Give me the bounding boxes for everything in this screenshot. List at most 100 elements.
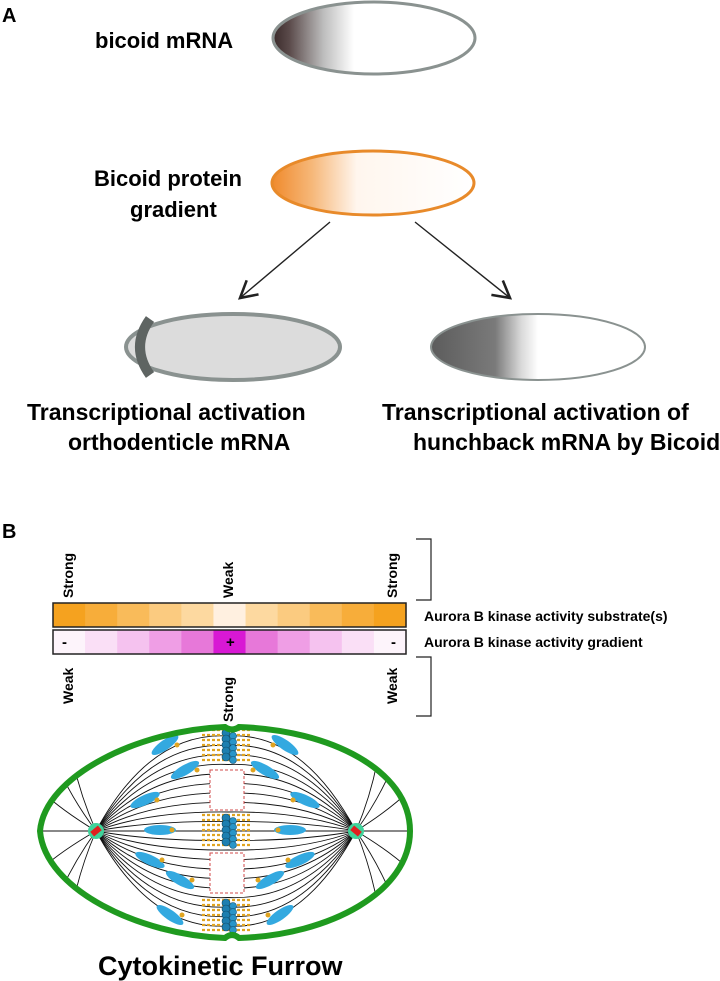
gradient-minus-left: - — [62, 634, 67, 651]
bottom-mid-strong: Strong — [220, 677, 236, 722]
left-centrosome — [88, 823, 104, 839]
orthodenticle-caption-line1: Transcriptional activation — [27, 399, 306, 425]
gradient-label: Aurora B kinase activity gradient — [424, 634, 643, 650]
chromosome — [170, 760, 200, 780]
spindle-fiber — [227, 744, 357, 832]
substrate-segment — [181, 603, 215, 627]
spindle-fiber — [227, 773, 357, 832]
spindle-fiber — [227, 830, 357, 918]
spindle-fiber — [95, 763, 229, 832]
chromosomes — [130, 734, 320, 926]
gradient-plus-mid: + — [226, 634, 235, 651]
kinetochore — [179, 912, 185, 918]
substrate-segment — [277, 603, 311, 627]
spindle-fiber — [227, 735, 357, 832]
top-right-strong: Strong — [384, 553, 400, 598]
chromosome — [135, 851, 165, 869]
spindle-fiber — [227, 830, 357, 908]
cell-membrane — [36, 723, 414, 942]
spindle-fiber — [227, 811, 357, 832]
midzone-box-upper — [209, 769, 245, 811]
right-centrosome — [348, 823, 364, 839]
midbody-sphere — [229, 756, 237, 764]
kinetochore — [290, 797, 296, 803]
chromosome — [285, 851, 315, 869]
gradient-bar — [53, 630, 407, 654]
midzone-box-lower — [209, 852, 245, 894]
panel-b-label: B — [2, 521, 16, 543]
substrate-segment — [117, 603, 150, 627]
protein-label-line2: gradient — [130, 197, 217, 222]
dividing-cell — [36, 723, 414, 942]
gradient-segment — [181, 630, 215, 654]
substrate-segment — [373, 603, 407, 627]
gradient-segment — [373, 630, 407, 654]
hunchback-caption-line1: Transcriptional activation of — [382, 399, 689, 425]
substrate-segment — [341, 603, 375, 627]
upper-bracket — [416, 538, 432, 601]
bottom-right-weak: Weak — [384, 667, 400, 704]
kinetochore — [275, 827, 281, 833]
substrate-segment — [53, 603, 86, 627]
bicoid-mrna-embryo — [271, 0, 477, 76]
spindle-fiber — [95, 830, 229, 899]
substrate-segment — [149, 603, 182, 627]
protein-label-line1: Bicoid protein — [94, 166, 242, 191]
substrate-segment — [309, 603, 343, 627]
kinetochore — [255, 877, 261, 883]
kinetochore — [174, 742, 180, 748]
gradient-segment — [117, 630, 150, 654]
gradient-segment — [309, 630, 343, 654]
spindle-fiber — [227, 830, 357, 851]
midbody-sphere — [221, 752, 231, 762]
kinetochore — [159, 857, 165, 863]
kinetochore — [154, 797, 160, 803]
midbody-sphere — [229, 841, 237, 849]
spindle-fiber — [227, 830, 357, 899]
arrow-to-orthodenticle — [237, 221, 331, 300]
bicoid-mrna-label: bicoid mRNA — [95, 28, 233, 53]
chromosome — [156, 904, 184, 926]
spindle-fiber — [227, 830, 357, 889]
gradient-bar-outline — [52, 629, 407, 655]
spindle-fiber — [227, 821, 357, 832]
chromosome — [266, 904, 294, 926]
orthodenticle-caption-line2: orthodenticle mRNA — [68, 429, 290, 455]
substrate-bar-outline — [52, 602, 407, 628]
spindle-fiber — [95, 830, 229, 841]
spindle-fiber — [95, 821, 229, 832]
substrate-segment — [245, 603, 279, 627]
orthodenticle-embryo — [124, 312, 342, 382]
substrate-segment — [85, 603, 118, 627]
gradient-segment — [341, 630, 375, 654]
spindle-fiber — [227, 830, 357, 927]
bicoid-protein-embryo — [270, 149, 476, 217]
spindle-fiber — [227, 763, 357, 832]
chromosome — [271, 734, 299, 756]
gradient-segment — [85, 630, 118, 654]
chromosome — [255, 870, 285, 890]
spindle-fiber — [227, 830, 357, 879]
gradient-segment — [53, 630, 86, 654]
bottom-left-weak: Weak — [60, 667, 76, 704]
kinetochore — [169, 827, 175, 833]
hunchback-caption-line2: hunchback mRNA by Bicoid — [413, 429, 720, 455]
gradient-segment — [245, 630, 279, 654]
spindle-fiber — [95, 754, 229, 832]
midbody-chromosomes — [202, 728, 252, 934]
substrate-segment — [213, 603, 247, 627]
kinetochore — [194, 767, 200, 773]
kinetochore — [189, 877, 195, 883]
midbody-sphere — [221, 837, 231, 847]
kinetochore — [250, 767, 256, 773]
spindle-fiber — [95, 830, 229, 908]
chromosome — [165, 870, 195, 890]
gradient-segment — [149, 630, 182, 654]
top-left-strong: Strong — [60, 553, 76, 598]
top-mid-weak: Weak — [220, 561, 236, 598]
kinetochore — [270, 742, 276, 748]
substrate-label: Aurora B kinase activity substrate(s) — [424, 608, 668, 624]
panel-a-label: A — [2, 5, 16, 27]
kinetochore — [285, 857, 291, 863]
